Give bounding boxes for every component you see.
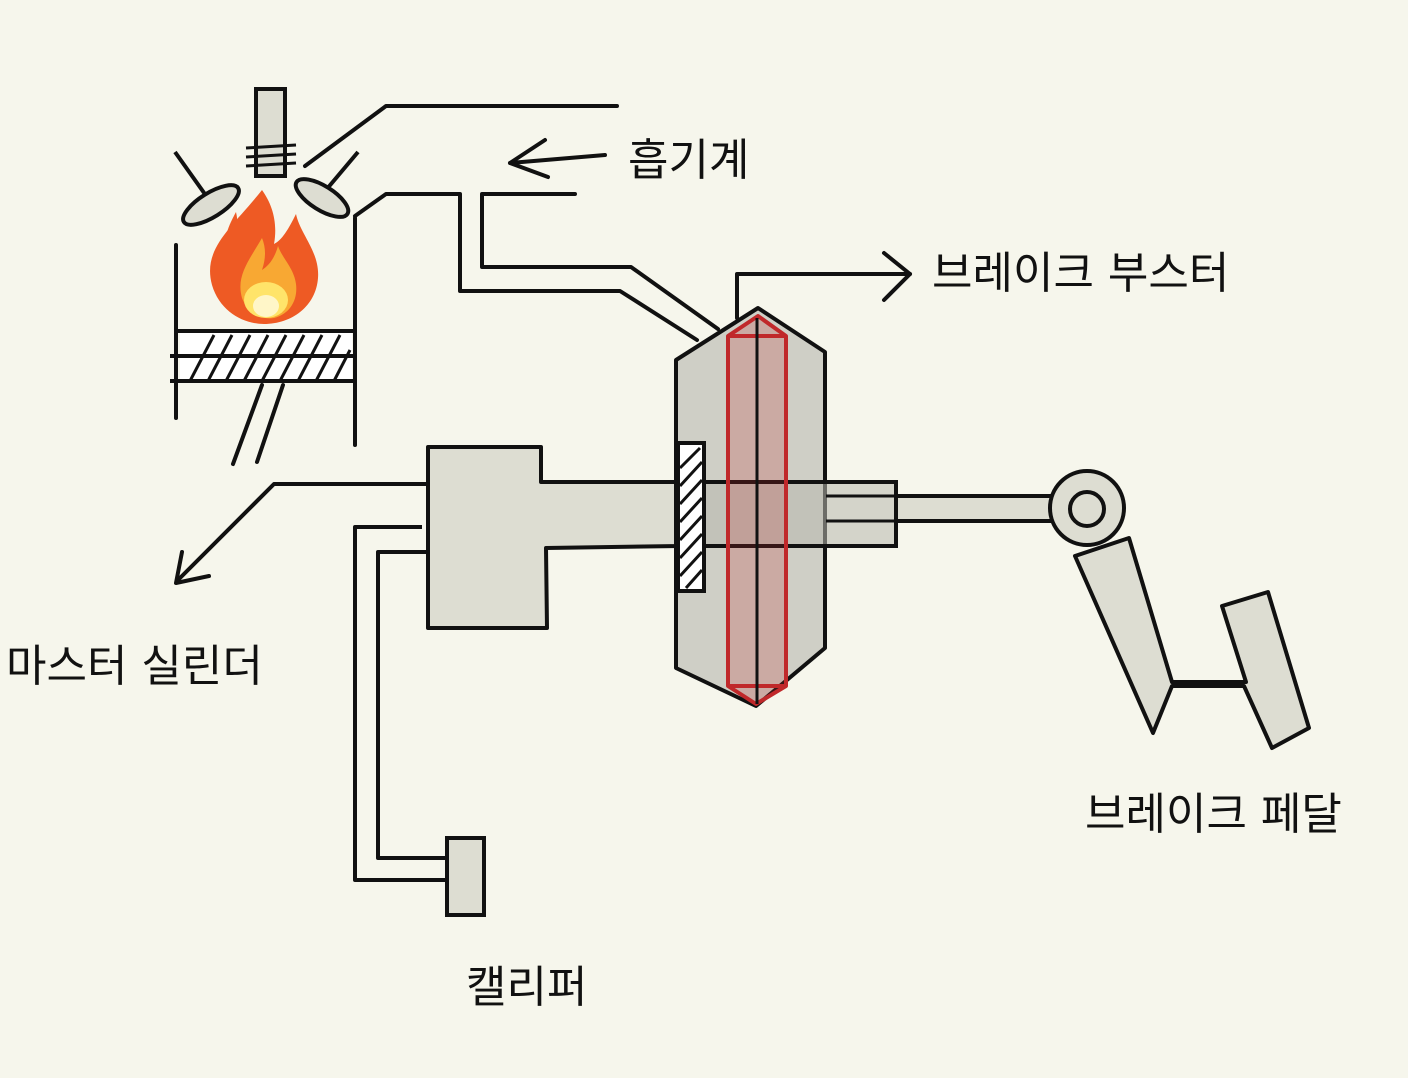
- master-cylinder: [426, 445, 682, 630]
- booster-label: 브레이크 부스터: [932, 248, 1229, 299]
- engine-cylinder: [174, 216, 357, 466]
- booster-arrow: [735, 251, 912, 320]
- vacuum-hose-outer: [353, 192, 699, 342]
- intake-arrow: [508, 138, 607, 179]
- intake-valve-left: [173, 150, 241, 227]
- piston: [170, 329, 356, 383]
- master-cylinder-arrow: [174, 482, 430, 585]
- intake-manifold: [303, 104, 720, 342]
- booster-seal: [676, 441, 706, 593]
- exhaust-valve-right: [293, 150, 360, 219]
- brake-pedal: [1048, 469, 1311, 750]
- brake-lines: [353, 525, 452, 882]
- caliper: [445, 836, 486, 917]
- pedal-label: 브레이크 페달: [1085, 789, 1342, 840]
- intake-label: 흡기계: [628, 135, 749, 186]
- caliper-label: 캘리퍼: [466, 962, 587, 1013]
- spark-plug: [245, 87, 297, 178]
- vacuum-hose-inner: [480, 192, 720, 331]
- fire-icon: [210, 190, 319, 324]
- booster-diaphragm: [726, 314, 788, 706]
- master-cylinder-label: 마스터 실린더: [6, 641, 263, 692]
- intake-pipe-upper: [303, 104, 619, 168]
- connecting-rod: [231, 383, 285, 466]
